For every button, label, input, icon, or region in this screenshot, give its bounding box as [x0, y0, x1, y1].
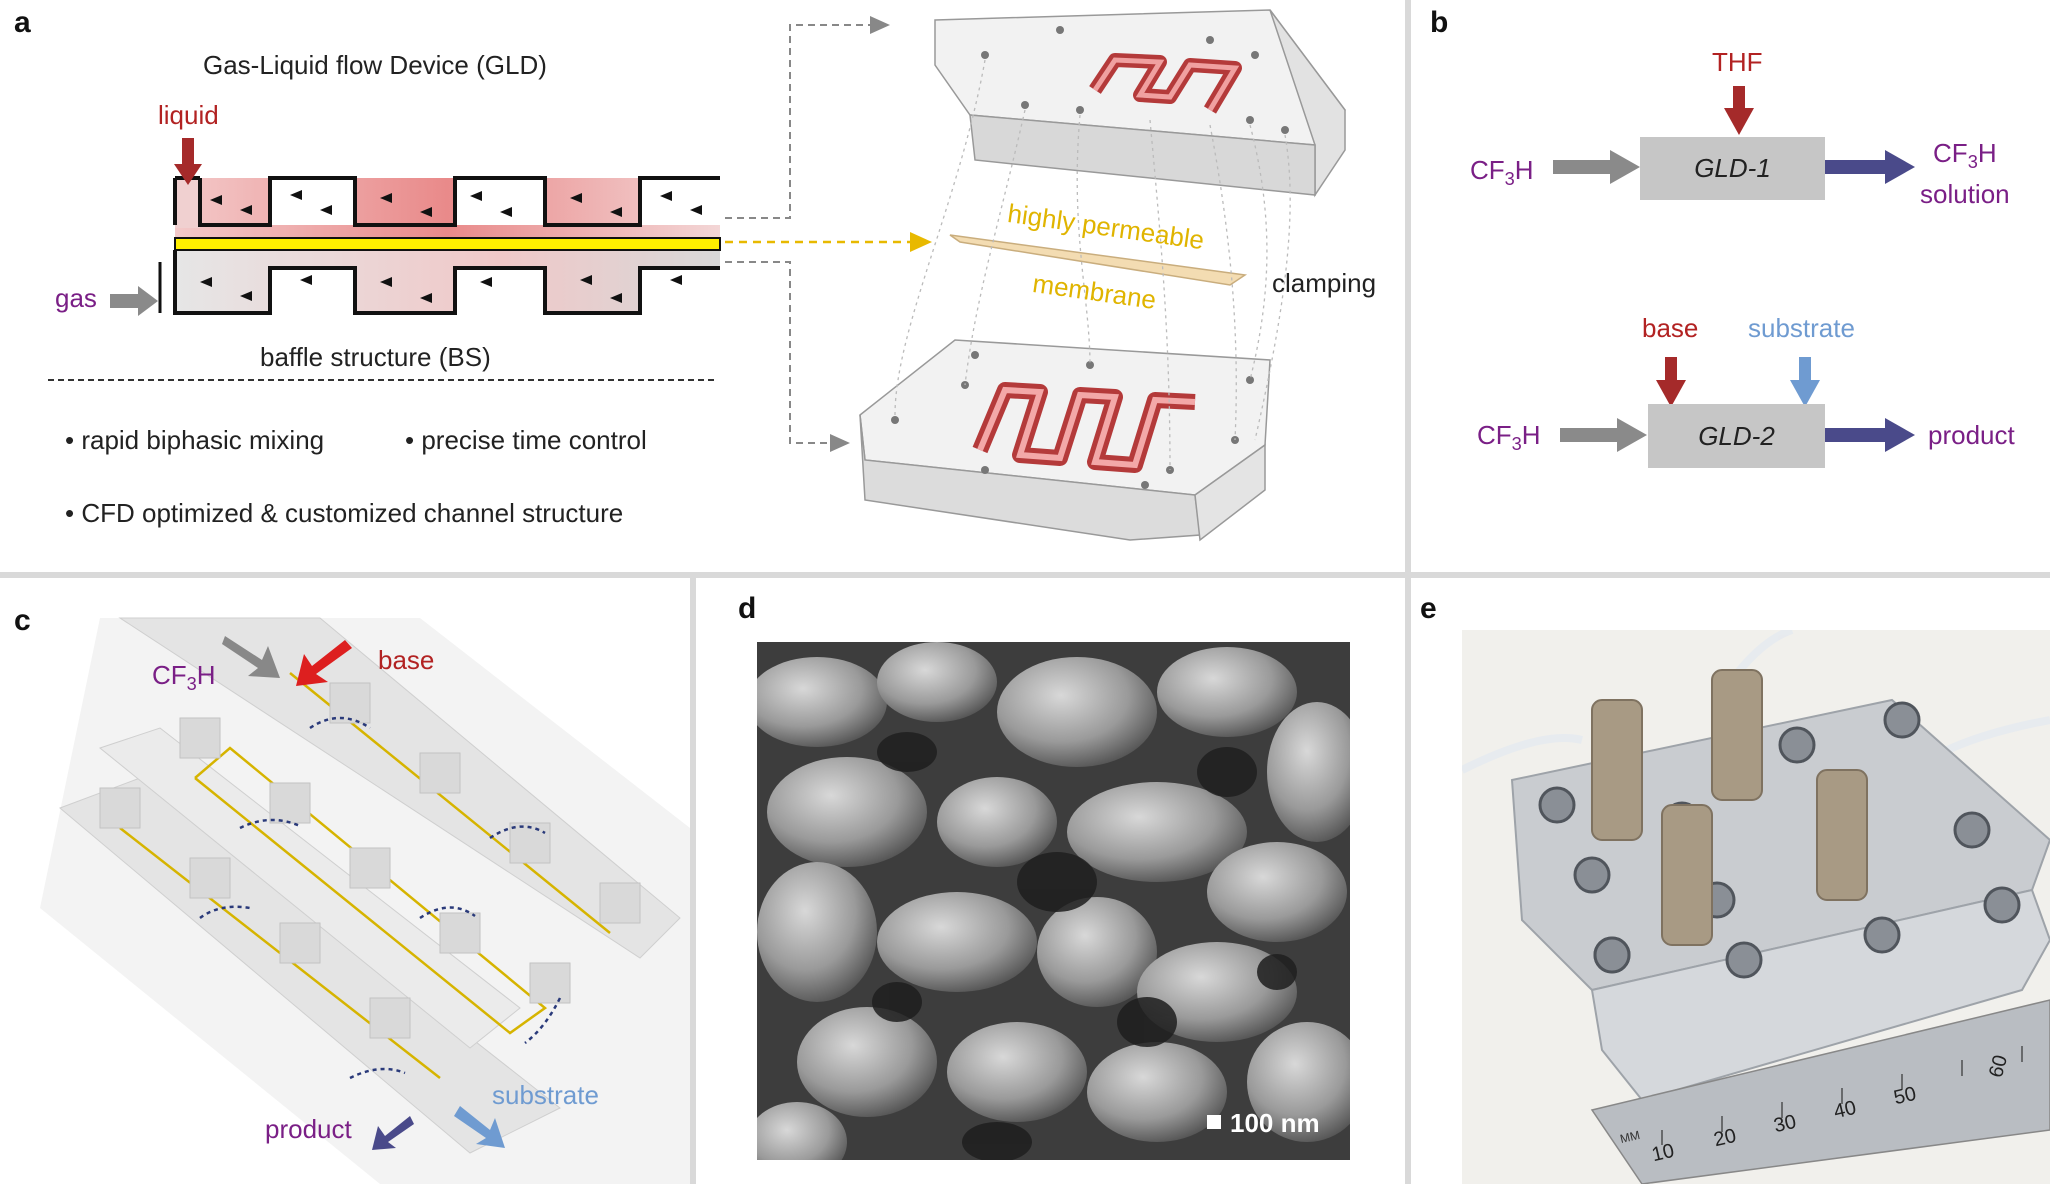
gld2-box: GLD-2	[1648, 404, 1825, 468]
panel-letter-e: e	[1420, 592, 1437, 625]
panel-letter-a: a	[14, 6, 31, 39]
ruler-tick-50: 50	[1891, 1082, 1919, 1110]
sem-image: 100 nm	[757, 642, 1350, 1160]
solution-tail: H	[1977, 138, 1997, 168]
channel-3d-render	[40, 617, 690, 1184]
ruler-tick-20: 20	[1711, 1124, 1739, 1152]
bullet-1: • rapid biphasic mixing	[65, 425, 325, 455]
baffle-channel-diagram	[48, 16, 932, 452]
cf3h-2-tail: H	[1521, 420, 1541, 450]
panel-letter-b: b	[1430, 6, 1449, 39]
membrane-sheet	[949, 234, 1248, 286]
product-label-c: product	[265, 1114, 352, 1144]
divider-vertical-top	[1405, 0, 1411, 572]
exploded-device-diagram	[859, 9, 1346, 542]
solution-bottom-text: solution	[1920, 179, 2010, 210]
top-plate	[934, 9, 1346, 198]
cf3h-2-sub: 3	[1511, 434, 1522, 455]
gld-title: Gas-Liquid flow Device (GLD)	[203, 50, 547, 80]
solution-cf-text: CF	[1933, 138, 1968, 168]
liquid-label: liquid	[158, 100, 219, 130]
cf3h-c-text: CF	[152, 660, 187, 690]
scale-bar-square	[1207, 1115, 1221, 1129]
substrate-label-b: substrate	[1748, 313, 1855, 343]
substrate-label-c: substrate	[492, 1080, 599, 1110]
base-label-c: base	[378, 645, 435, 675]
gld1-box: GLD-1	[1640, 137, 1825, 200]
cf3h-label-1: CF3H	[1470, 155, 1534, 190]
panel-letter-c: c	[14, 604, 31, 637]
ruler-tick-30: 30	[1771, 1110, 1799, 1138]
cf3h-1-text: CF	[1470, 155, 1505, 185]
cf3h-1-sub: 3	[1504, 169, 1515, 190]
bullet-3: • CFD optimized & customized channel str…	[65, 498, 624, 528]
gas-label: gas	[55, 283, 97, 313]
cf3h-label-c: CF3H	[152, 660, 216, 695]
divider-vertical-bottom-2	[1405, 578, 1411, 1184]
clamping-label: clamping	[1272, 268, 1377, 298]
bs-label: baffle structure (BS)	[260, 342, 491, 372]
solution-sub: 3	[1967, 152, 1978, 173]
divider-vertical-bottom-1	[690, 578, 696, 1184]
scale-bar-label: 100 nm	[1230, 1108, 1320, 1138]
flowchart-arrows	[1553, 86, 1915, 452]
bottom-plate	[859, 339, 1271, 542]
ruler-tick-10: 10	[1649, 1139, 1677, 1167]
cf3h-1-tail: H	[1514, 155, 1534, 185]
bullet-2-text: precise time control	[421, 425, 647, 455]
ruler-tick-40: 40	[1831, 1096, 1859, 1124]
thf-label: THF	[1712, 47, 1763, 77]
cf3h-c-tail: H	[196, 660, 216, 690]
bullet-3-text: CFD optimized & customized channel struc…	[81, 498, 624, 528]
cf3h-2-text: CF	[1477, 420, 1512, 450]
device-photo: MM 10 20 30 40 50 60	[1462, 630, 2050, 1184]
cf3h-c-sub: 3	[186, 674, 197, 695]
divider-horizontal	[0, 572, 2050, 578]
base-label-b: base	[1642, 313, 1699, 343]
bullet-2: • precise time control	[405, 425, 647, 455]
panel-letter-d: d	[738, 592, 757, 625]
cf3h-label-2: CF3H	[1477, 420, 1541, 455]
bullet-1-text: rapid biphasic mixing	[81, 425, 325, 455]
product-label-b: product	[1928, 420, 2015, 450]
solution-label: CF3H solution	[1920, 137, 2010, 210]
